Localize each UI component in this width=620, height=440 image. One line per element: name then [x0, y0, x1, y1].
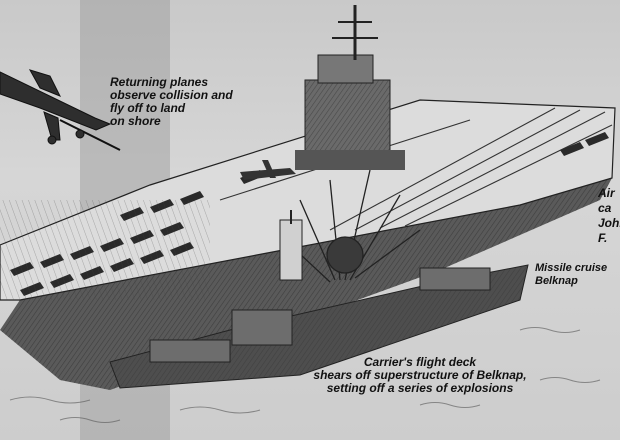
returning-plane — [0, 69, 121, 151]
carrier-hull-hatching — [0, 178, 612, 390]
carrier-island — [295, 5, 405, 170]
belknap-caption: Missile cruise Belknap — [535, 262, 608, 287]
returning-planes-caption: Returning planes observe collision and f… — [110, 75, 233, 128]
flight-deck-caption: Carrier's flight deck shears off superst… — [313, 355, 527, 395]
small-plane — [240, 160, 296, 180]
sea-waves — [9, 327, 601, 423]
cruiser-belknap — [109, 210, 529, 389]
aircraft-carrier-caption: Air ca John F. — [598, 186, 620, 245]
deck-aircraft-hatching — [0, 200, 210, 300]
